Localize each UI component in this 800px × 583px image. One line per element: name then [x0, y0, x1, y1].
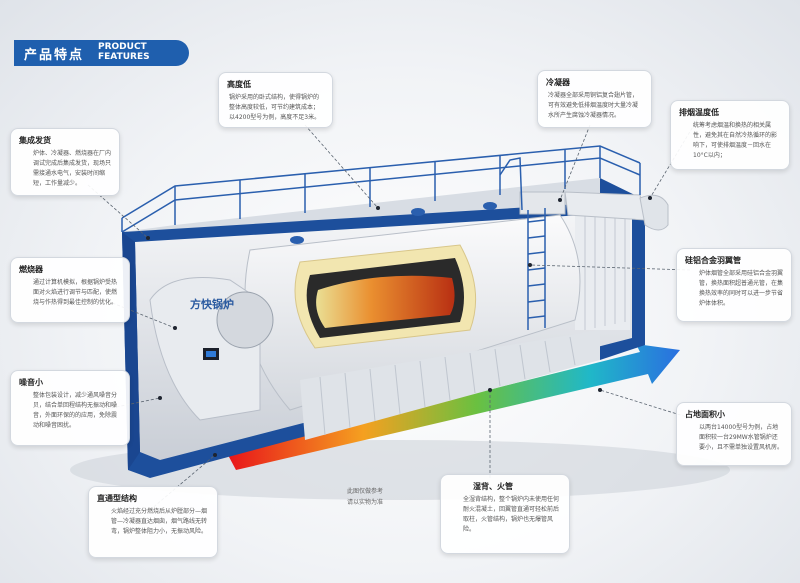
card-condenser-body: 冷凝器全部采用铜铝复合翅片管，可有效避免低排烟温度时大量冷凝水所产生腐蚀冷凝器情…: [548, 92, 639, 119]
flue-duct: [519, 191, 566, 215]
card-height-body: 锅炉采用的卧式结构，使得锅炉的整体高度较低，可节约建筑成本；以4200型号为例，…: [229, 94, 321, 121]
disclaimer-note: 此图仅做参考 请以实物为准: [320, 486, 410, 508]
header-title-en-line2: FEATURES: [98, 52, 150, 62]
disclaimer-line2: 请以实物为准: [346, 499, 383, 506]
card-height: 高度低 锅炉采用的卧式结构，使得锅炉的整体高度较低，可节约建筑成本；以4200型…: [218, 72, 333, 128]
card-straight-flow: 直通型结构 火焰经过充分燃烧后从炉膛部分—烟管—冷凝器直达烟囱，烟气路线无转弯，…: [88, 486, 218, 558]
card-noise-body: 整体包装设计，减少通风噪音分贝，结合单回程结构无振动和噪音，外面环保的的应用，免…: [33, 392, 118, 429]
card-burner: 燃烧器 通过计算机模拟，根据锅炉受热面对火焰进行调节与匹配，使燃烧与作热得到最佳…: [10, 257, 130, 323]
control-screen-display: [206, 351, 216, 357]
flame: [316, 275, 455, 328]
card-integration-title: 集成发货: [19, 136, 51, 145]
leader-dots: [146, 196, 652, 457]
exhaust-outlet: [639, 194, 669, 231]
header-title-en-line1: PRODUCT: [98, 42, 147, 52]
header-title-cn: 产品特点: [24, 48, 85, 63]
card-footprint-title: 占地面积小: [685, 410, 725, 419]
card-noise-title: 噪音小: [19, 378, 43, 387]
card-fin-tube-body: 炉体烟管全部采用硅铝合金羽翼管，换热面积超普通光管，在集换热效率的同时可以进一步…: [699, 270, 784, 307]
top-railing: [121, 145, 641, 233]
heat-flow-arrow: [228, 344, 680, 470]
card-footprint: 占地面积小 以两台14000型号为例，占地面积较一台29MW水管锅炉还要小，且不…: [676, 402, 792, 466]
card-straight-flow-body: 火焰经过充分燃烧后从炉膛部分—烟管—冷凝器直达烟囱，烟气路线无转弯，锅炉整体阻力…: [111, 508, 208, 535]
container-roof: [122, 178, 645, 232]
card-noise: 噪音小 整体包装设计，减少通风噪音分贝，结合单回程结构无振动和噪音，外面环保的的…: [10, 370, 130, 446]
card-burner-body: 通过计算机模拟，根据锅炉受热面对火焰进行调节与匹配，使燃烧与作热得到最佳控制的优…: [33, 279, 118, 306]
brand-logo: 方快锅炉: [190, 298, 234, 311]
condenser-box: [564, 191, 646, 221]
card-condenser-title: 冷凝器: [546, 78, 570, 87]
card-footprint-body: 以两台14000型号为例，占地面积较一台29MW水管锅炉还要小，且不需单独设置风…: [699, 424, 784, 451]
card-height-title: 高度低: [227, 80, 251, 89]
card-exhaust-body: 统筹考虑烟温和换热的相关属性，避免其在自然冷热循环的影响下，可使排烟温度－回水在…: [693, 122, 778, 159]
ribbed-base: [300, 330, 600, 440]
card-integration-body: 炉体、冷凝器、燃烧器在厂内调试完成后集成发货，现场只需接通水电气，安装时间缩短，…: [33, 150, 112, 187]
card-condenser: 冷凝器 冷凝器全部采用铜铝复合翅片管，可有效避免低排烟温度时大量冷凝水所产生腐蚀…: [537, 70, 652, 128]
card-integration: 集成发货 炉体、冷凝器、燃烧器在厂内调试完成后集成发货，现场只需接通水电气，安装…: [10, 128, 120, 196]
card-exhaust-title: 排烟温度低: [679, 108, 719, 117]
ladder: [527, 208, 546, 330]
header-title-en: PRODUCT FEATURES: [98, 42, 150, 62]
card-exhaust: 排烟温度低 统筹考虑烟温和换热的相关属性，避免其在自然冷热循环的影响下，可使排烟…: [670, 100, 790, 170]
card-fin-tube-title: 硅铝合金羽翼管: [685, 256, 741, 265]
card-burner-title: 燃烧器: [19, 265, 43, 274]
card-fin-tube: 硅铝合金羽翼管 炉体烟管全部采用硅铝合金羽翼管，换热面积超普通光管，在集换热效率…: [676, 248, 792, 322]
card-wet-back: 湿背、火管 全湿背结构，整个锅炉内未使用任何耐火混凝土，回翼管直通可轻松前后取柱…: [440, 474, 570, 554]
right-wall-panels: [575, 212, 630, 330]
card-wet-back-body: 全湿背结构，整个锅炉内未使用任何耐火混凝土，回翼管直通可轻松前后取柱，火管结构，…: [463, 496, 560, 533]
disclaimer-line1: 此图仅做参考: [346, 488, 383, 495]
card-straight-flow-title: 直通型结构: [97, 494, 137, 503]
burner-fan: [216, 291, 274, 349]
features-header-bar: [14, 40, 189, 66]
card-wet-back-title: 湿背、火管: [473, 482, 513, 491]
top-flanges: [290, 202, 497, 244]
